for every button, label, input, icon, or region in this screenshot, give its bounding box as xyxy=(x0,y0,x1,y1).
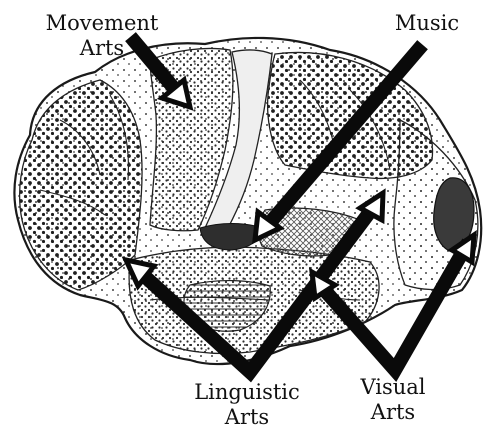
music-label: Music xyxy=(392,11,462,36)
movement-arts-text: Movement Arts xyxy=(32,11,172,61)
linguistic-arts-text: Linguistic Arts xyxy=(184,380,310,430)
music-text: Music xyxy=(392,11,462,36)
visual-arts-text: Visual Arts xyxy=(348,375,438,425)
linguistic-arts-label: Linguistic Arts xyxy=(184,380,310,430)
visual-arts-label: Visual Arts xyxy=(348,375,438,425)
movement-arts-label: Movement Arts xyxy=(32,11,172,61)
